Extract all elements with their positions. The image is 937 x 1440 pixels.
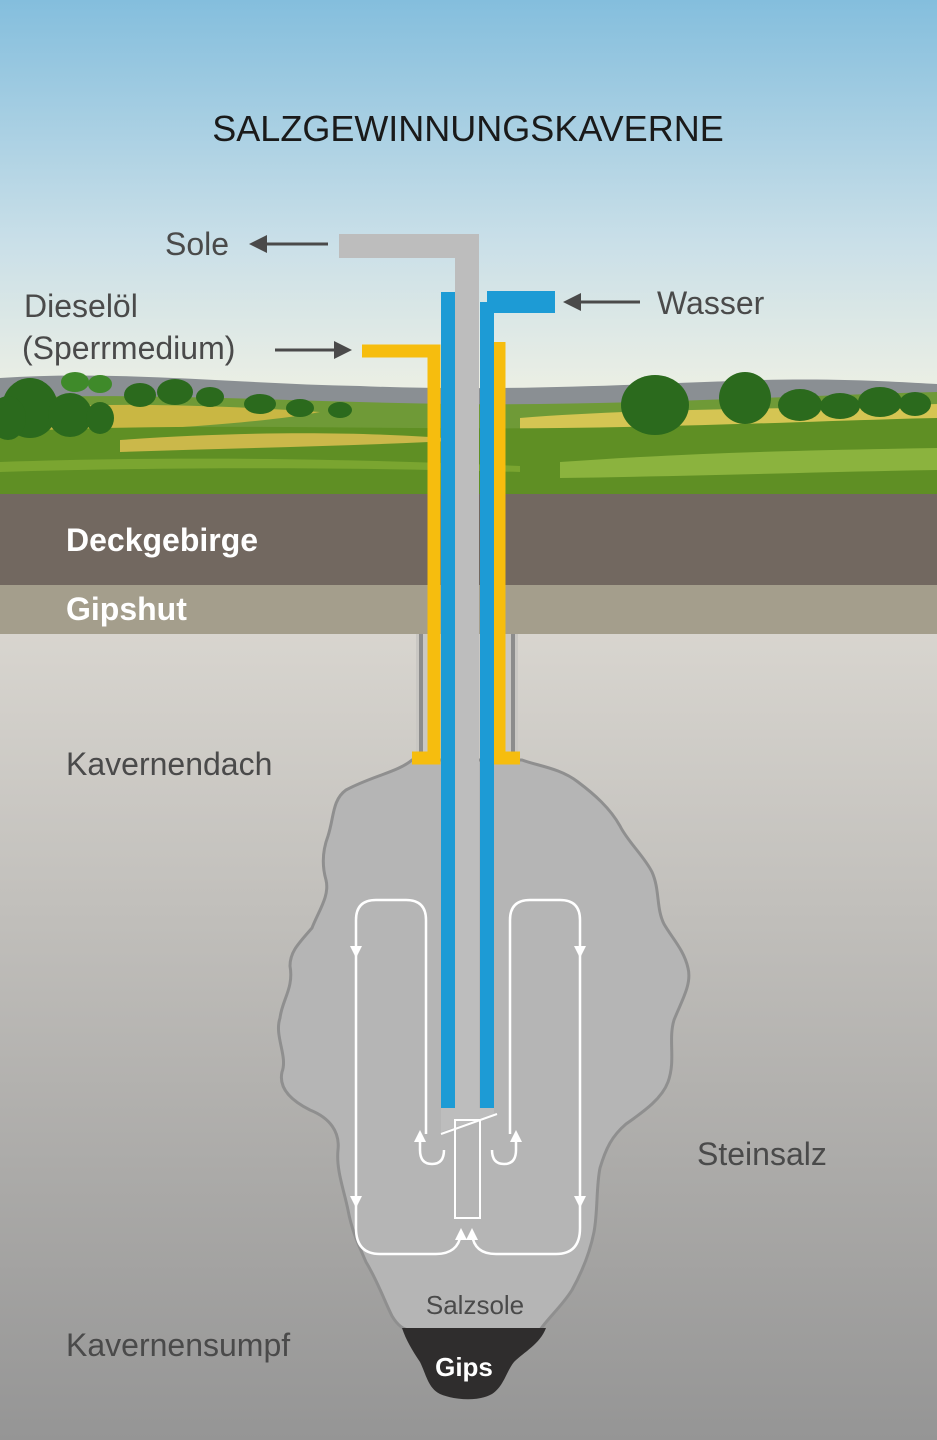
brine-inlet-tube (454, 1119, 481, 1219)
flow-arrow-right-down-2 (574, 1196, 586, 1208)
label-dieseloel: Dieselöl (24, 288, 138, 324)
diesel-pipe-right (492, 342, 520, 765)
label-kavernensumpf: Kavernensumpf (66, 1327, 290, 1363)
label-kavernendach: Kavernendach (66, 746, 272, 782)
flow-arrow-hook-right-up (510, 1130, 522, 1142)
flow-arrowheads (350, 946, 586, 1240)
label-steinsalz: Steinsalz (697, 1136, 827, 1172)
label-salzsole: Salzsole (426, 1290, 524, 1320)
diesel-pipe-left (362, 344, 441, 765)
label-deckgebirge: Deckgebirge (66, 522, 258, 558)
flow-left-loop (354, 898, 428, 1228)
flow-hook-right (490, 1140, 518, 1166)
flow-arrow-hook-left-up (414, 1130, 426, 1142)
label-sperrmedium: (Sperrmedium) (22, 330, 235, 366)
flow-arrow-right-down (574, 946, 586, 958)
trees-right (621, 372, 931, 435)
trees-left-light (61, 372, 112, 393)
flow-arrow-center-left (455, 1228, 467, 1240)
flow-bottom-right (470, 1227, 582, 1256)
flow-bottom-left (354, 1227, 463, 1256)
field-lightgreen (560, 448, 937, 478)
label-gipshut: Gipshut (66, 591, 187, 627)
pipe-cut-line (440, 1113, 498, 1135)
brine-pipe (339, 234, 479, 1112)
flow-arrow-left-down (350, 946, 362, 958)
label-wasser: Wasser (657, 285, 765, 321)
diagram-title: SALZGEWINNUNGSKAVERNE (212, 108, 723, 149)
label-sole: Sole (165, 226, 229, 262)
flow-arrow-center-right (466, 1228, 478, 1240)
label-gips: Gips (435, 1352, 493, 1382)
field-yellow-front (120, 433, 470, 452)
field-stripe (0, 458, 520, 472)
circulation-flow (354, 898, 582, 1256)
flow-hook-left (418, 1140, 446, 1166)
gypsum-sump (402, 1328, 546, 1400)
flow-right-loop (508, 898, 582, 1228)
trees-left (0, 378, 352, 440)
flow-arrow-left-down-2 (350, 1196, 362, 1208)
